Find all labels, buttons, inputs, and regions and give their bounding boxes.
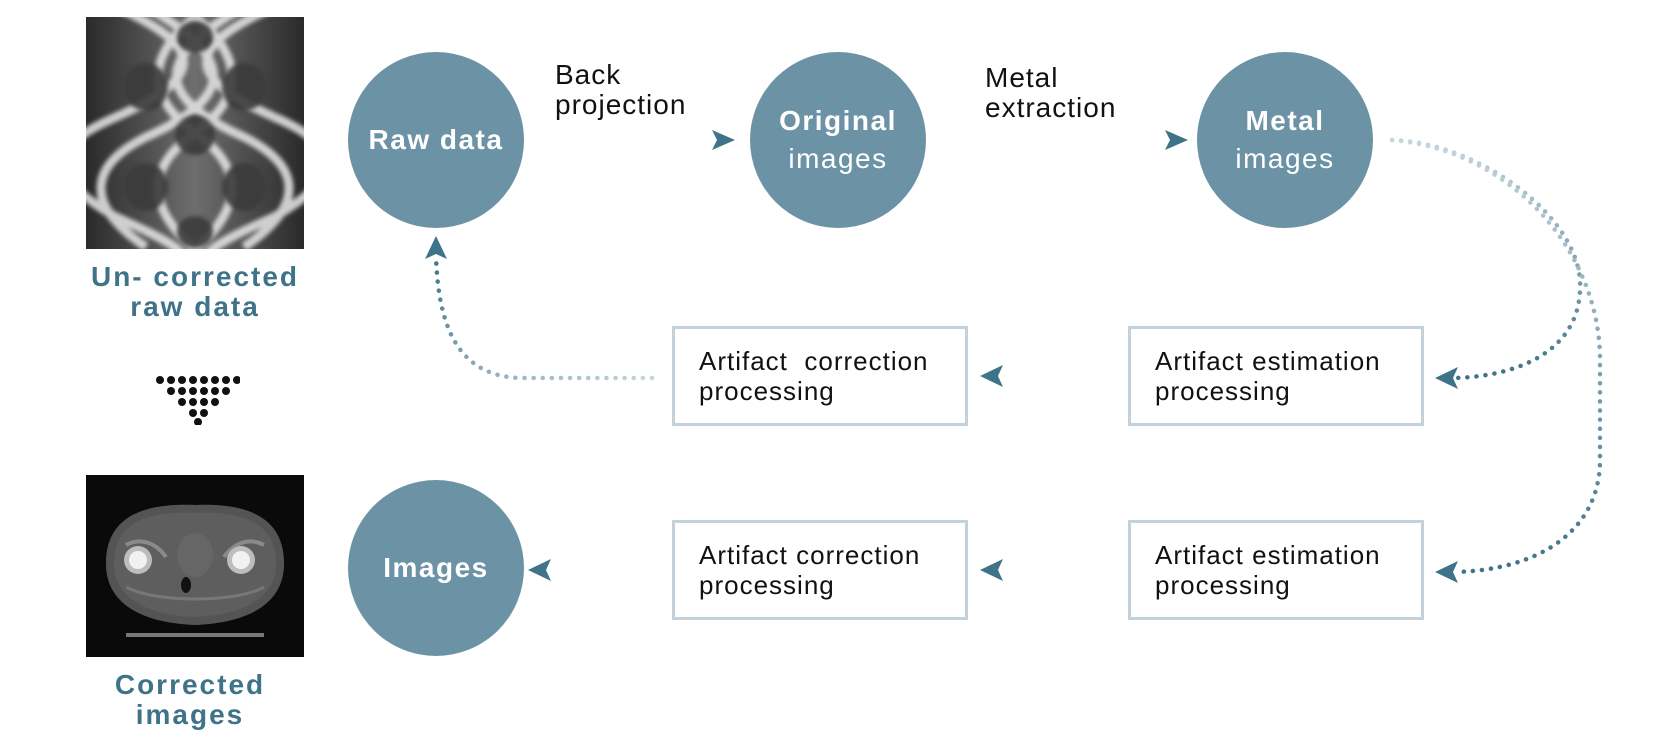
box-artifact-correction-top: Artifact correction processing [672,326,968,426]
label-metal-extraction: Metal extraction [985,62,1117,123]
corrected-caption: Corrected images [114,669,266,730]
node-images: Images [348,480,524,656]
node-raw-data-label: Raw data [368,124,504,155]
node-images-label: Images [383,552,489,583]
arrowhead-original [712,130,735,150]
arrowhead-correction-top [980,365,1003,387]
node-original-line1: Original [779,105,897,136]
node-original-images: Original images [750,52,926,228]
sinogram-image [86,17,304,249]
arrow-metal-to-estimation-top [1389,137,1583,381]
arrowhead-estimation-bottom [1435,561,1458,583]
box-artifact-estimation-bottom: Artifact estimation processing [1128,520,1424,620]
ct-slice-image [86,475,304,657]
arrowhead-correction-bottom [980,559,1003,581]
label-back-projection: Back projection [555,59,687,120]
down-arrow-icon [156,376,240,425]
arrow-metal-to-estimation-bottom [1389,137,1603,575]
arrow-correction-to-rawdata [433,252,655,381]
node-raw-data: Raw data [348,52,524,228]
arrowhead-rawdata [425,236,447,259]
node-metal-images: Metal images [1197,52,1373,228]
node-metal-line2: images [1235,143,1335,174]
box-artifact-correction-bottom: Artifact correction processing [672,520,968,620]
arrowhead-metal [1165,130,1188,150]
arrowhead-images [528,559,551,581]
node-original-line2: images [788,143,888,174]
arrowhead-estimation-top [1435,367,1458,389]
box-artifact-estimation-top: Artifact estimation processing [1128,326,1424,426]
node-metal-line1: Metal [1245,105,1325,136]
uncorrected-caption: Un- corrected raw data [90,261,300,322]
